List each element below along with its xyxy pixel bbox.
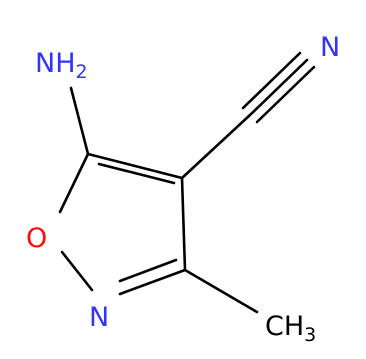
bond-c3-ch3 [183,268,259,314]
atom-ch3: CH3 [265,311,316,346]
bond-cn-triple-1 [248,58,309,117]
bond-c4-c3 [180,176,187,272]
atom-n-ring: N [89,302,109,333]
bond-n-o [60,250,94,292]
bonds [58,51,316,314]
atom-o-ring: O [26,223,47,254]
bond-c5-c4-inner [97,162,176,185]
bond-c3-n [118,268,187,296]
bond-c3-n-inner [118,258,178,283]
atom-n-nitrile: N [320,32,340,63]
atom-labels: N NH2 O N CH3 [26,32,340,346]
bond-cn-triple-3 [255,65,316,124]
bond-cn-triple-2 [241,51,302,110]
atom-nh2: NH2 [35,48,88,83]
bond-o-c5 [58,152,90,214]
bond-c5-c4 [86,152,184,180]
bond-c5-nh2 [69,86,90,156]
bond-c4-cn [180,113,252,180]
